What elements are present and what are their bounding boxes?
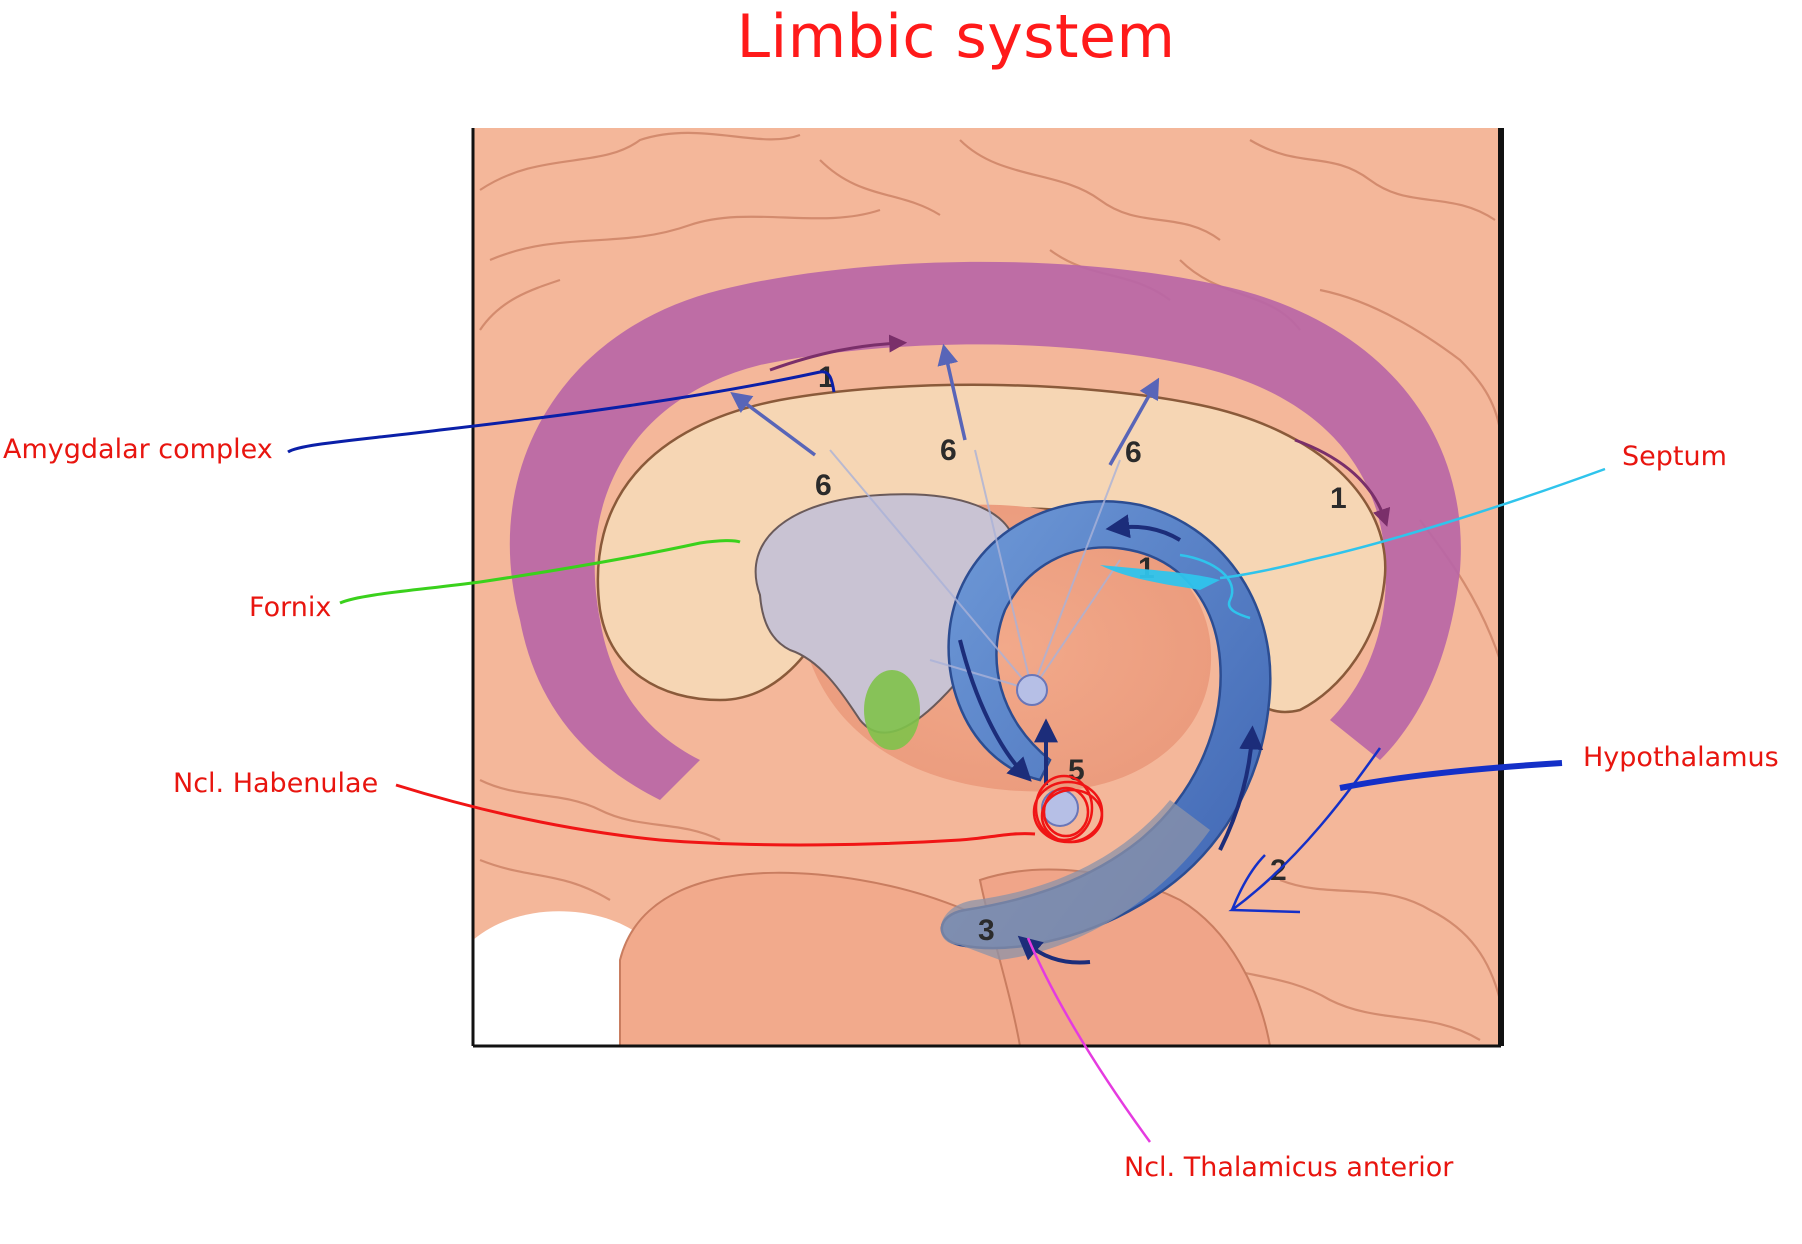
- cingulate-arrows: [769, 334, 1391, 527]
- hypothalamus-pointer: [1228, 747, 1382, 914]
- label-ncl-thalamicus-anterior: Ncl. Thalamicus anterior: [1124, 1152, 1454, 1183]
- amygdala-blob: [864, 670, 920, 750]
- page-title: Limbic system: [736, 2, 1176, 72]
- number-3: 3: [978, 914, 995, 947]
- leader-septum: [1219, 467, 1606, 580]
- number-5: 5: [1068, 754, 1085, 787]
- septum-mark: [1100, 565, 1220, 590]
- label-hypothalamus: Hypothalamus: [1583, 742, 1779, 773]
- septum-hook: [1179, 553, 1251, 620]
- projection-lines: [829, 449, 1121, 691]
- radial-arrows: [730, 343, 1160, 466]
- cingulate-band: [509, 261, 1461, 800]
- leader-habenulae: [395, 783, 1036, 847]
- leader-amygdalar: [287, 370, 836, 454]
- number-6-right: 6: [1125, 436, 1142, 469]
- label-amygdalar-complex: Amygdalar complex: [3, 434, 273, 465]
- leader-fornix: [339, 539, 741, 605]
- nucleus-sphere-lower: [1041, 789, 1079, 827]
- label-ncl-habenulae: Ncl. Habenulae: [173, 768, 379, 799]
- label-septum: Septum: [1622, 441, 1727, 472]
- number-6-left: 6: [815, 469, 832, 502]
- habenulae-scribble: [1032, 774, 1104, 844]
- nucleus-sphere-upper: [1016, 674, 1048, 706]
- number-1-top: 1: [818, 361, 835, 394]
- label-fornix: Fornix: [249, 592, 332, 623]
- number-6-mid: 6: [940, 434, 957, 467]
- number-1-right: 1: [1330, 482, 1347, 515]
- image-frame: [471, 128, 1504, 1048]
- hippocampus-tail: [940, 800, 1210, 960]
- lower-notch: [473, 911, 640, 1046]
- leader-hypothalamus: [1339, 760, 1563, 791]
- fornix-arrows: [958, 514, 1264, 965]
- leader-thalamicus: [1026, 937, 1152, 1143]
- brain-illustration: 1 1 1 2 3 5 6 6 6: [473, 128, 1501, 1046]
